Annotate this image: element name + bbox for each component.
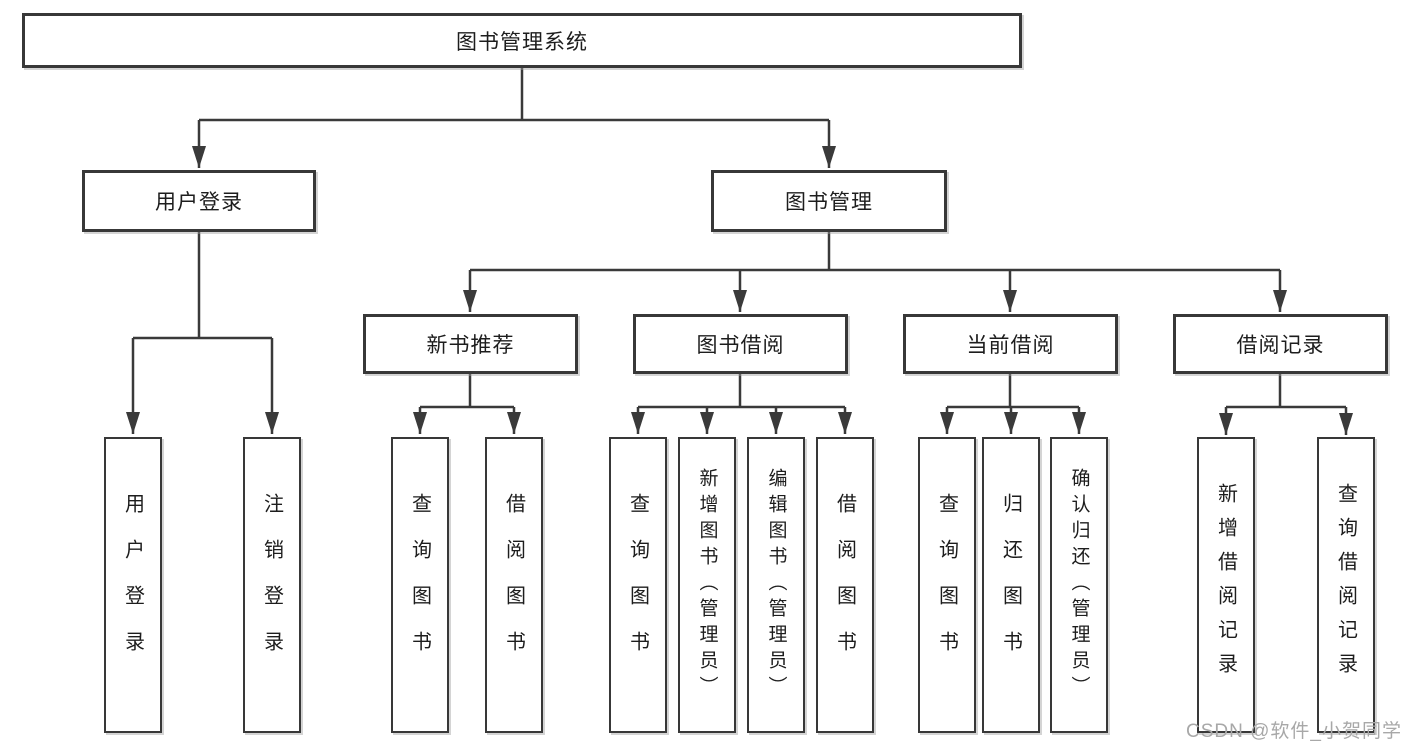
- leaf-borrow-books: 借阅图书: [816, 437, 874, 733]
- leaf-label: 借阅图书: [502, 493, 525, 677]
- leaf-label: 查询图书: [626, 493, 649, 677]
- leaf-query-books-recommend: 查询图书: [391, 437, 449, 733]
- trunk-borrow-records: [1226, 374, 1346, 409]
- leaf-label: 查询图书: [408, 493, 431, 677]
- leaf-add-borrow-record: 新增借阅记录: [1197, 437, 1255, 733]
- leaf-add-books-admin: 新增图书（管理员）: [678, 437, 736, 733]
- csdn-watermark: CSDN @软件_小贺同学: [1186, 721, 1402, 742]
- trunk-root: [199, 68, 829, 122]
- node-label: 借阅记录: [1236, 334, 1325, 357]
- leaf-borrow-books-recommend: 借阅图书: [485, 437, 543, 733]
- leaf-label: 用户登录: [121, 493, 144, 677]
- node-current-borrowing: 当前借阅: [903, 314, 1118, 374]
- leaf-return-books: 归还图书: [982, 437, 1040, 733]
- node-library-management-system: 图书管理系统: [22, 13, 1022, 68]
- node-label: 新书推荐: [426, 334, 515, 357]
- node-book-borrowing: 图书借阅: [633, 314, 848, 374]
- leaf-query-books-current: 查询图书: [918, 437, 976, 733]
- leaf-label: 确认归还（管理员）: [1068, 468, 1090, 702]
- leaf-query-books-borrow: 查询图书: [609, 437, 667, 733]
- leaf-user-login: 用户登录: [104, 437, 162, 733]
- node-book-management: 图书管理: [711, 170, 947, 232]
- leaf-label: 新增图书（管理员）: [696, 468, 718, 702]
- trunk-book-borrow: [638, 374, 845, 409]
- leaf-label: 注销登录: [260, 493, 283, 677]
- leaf-edit-books-admin: 编辑图书（管理员）: [747, 437, 805, 733]
- trunk-book-mgmt: [470, 232, 1280, 272]
- node-label: 当前借阅: [966, 334, 1055, 357]
- node-label: 图书借阅: [696, 334, 785, 357]
- leaf-label: 新增借阅记录: [1214, 483, 1237, 687]
- trunk-new-book: [420, 374, 514, 409]
- leaf-label: 归还图书: [999, 493, 1022, 677]
- node-borrowing-records: 借阅记录: [1173, 314, 1388, 374]
- node-user-login: 用户登录: [82, 170, 316, 232]
- node-new-book-recommendation: 新书推荐: [363, 314, 578, 374]
- trunk-user-login: [133, 232, 272, 340]
- node-label: 图书管理系统: [456, 30, 588, 54]
- trunk-current-borrow: [947, 374, 1079, 409]
- leaf-label: 查询借阅记录: [1334, 483, 1357, 687]
- leaf-query-borrow-record: 查询借阅记录: [1317, 437, 1375, 733]
- leaf-label: 借阅图书: [833, 493, 856, 677]
- node-label: 图书管理: [785, 191, 873, 214]
- leaf-label: 查询图书: [935, 493, 958, 677]
- leaf-logout-login: 注销登录: [243, 437, 301, 733]
- leaf-label: 编辑图书（管理员）: [765, 468, 787, 702]
- node-label: 用户登录: [155, 191, 243, 214]
- leaf-confirm-return-admin: 确认归还（管理员）: [1050, 437, 1108, 733]
